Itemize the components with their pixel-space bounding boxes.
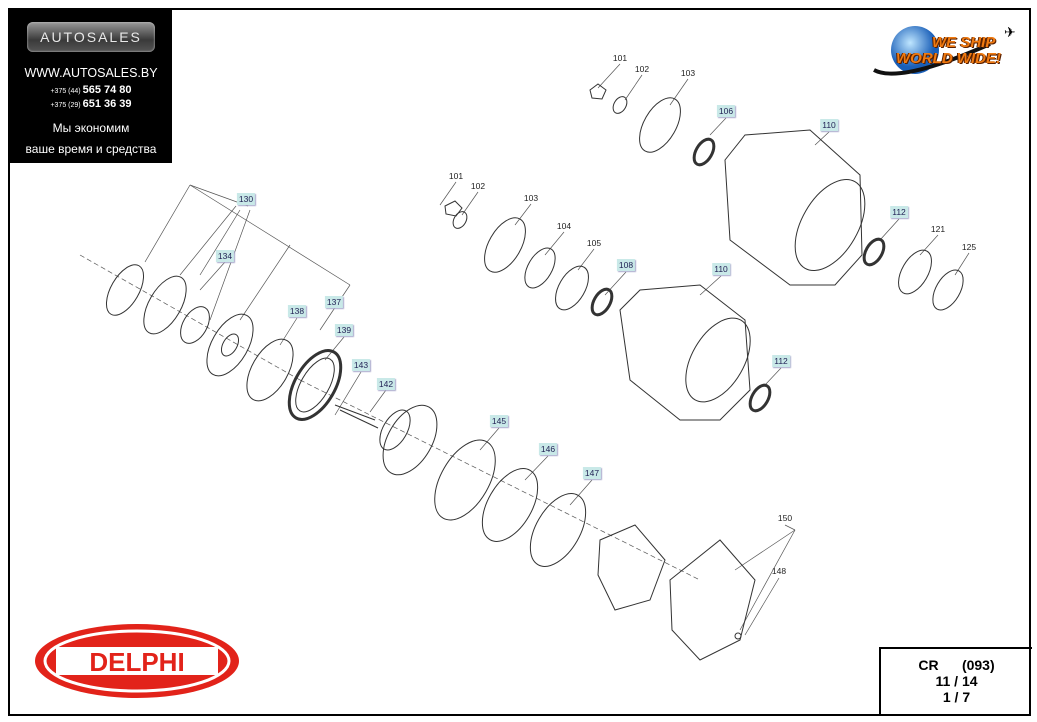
- part-label-highlighted[interactable]: 110: [820, 119, 838, 131]
- part-label-highlighted[interactable]: 139: [334, 324, 354, 336]
- part-label-highlighted[interactable]: 106: [716, 105, 736, 117]
- part-label-highlighted[interactable]: 137: [324, 296, 344, 308]
- leader-lines: [79, 63, 970, 636]
- part-label[interactable]: 102: [470, 181, 486, 191]
- website-url[interactable]: WWW.AUTOSALES.BY: [24, 66, 158, 80]
- autosales-promo-banner: AUTOSALES WWW.AUTOSALES.BY +375 (44) 565…: [10, 10, 172, 163]
- part-label[interactable]: 121: [930, 224, 946, 234]
- title-block: CR (093) 11 / 14 1 / 7: [879, 647, 1032, 715]
- globe-icon: [873, 26, 991, 76]
- phone-number: 651 36 39: [82, 98, 132, 110]
- page-number: 1 / 7: [942, 689, 971, 705]
- delphi-logo-text: DELPHI: [89, 647, 184, 677]
- part-label-highlighted[interactable]: 112: [772, 355, 790, 367]
- autosales-logo: AUTOSALES: [27, 22, 155, 52]
- part-label[interactable]: 101: [612, 53, 628, 63]
- part-label[interactable]: 125: [961, 242, 977, 252]
- part-label-highlighted[interactable]: 147: [582, 467, 602, 479]
- phone-code: +375 (29): [50, 102, 81, 109]
- delphi-logo: DELPHI: [35, 624, 239, 698]
- part-label[interactable]: 103: [680, 68, 696, 78]
- part-label-highlighted[interactable]: 145: [489, 415, 509, 427]
- part-label-highlighted[interactable]: 138: [287, 305, 307, 317]
- part-label-highlighted[interactable]: 110: [712, 263, 730, 275]
- part-label-highlighted[interactable]: 130: [236, 193, 256, 205]
- phone-number: 565 74 80: [82, 84, 132, 96]
- part-label[interactable]: 148: [771, 566, 787, 576]
- phone-code: +375 (44): [50, 88, 81, 95]
- part-label[interactable]: 150: [777, 513, 793, 523]
- part-label-highlighted[interactable]: 142: [376, 378, 396, 390]
- part-shapes: [105, 83, 964, 661]
- model: CR: [918, 657, 939, 673]
- part-label-highlighted[interactable]: 143: [351, 359, 371, 371]
- slogan-line: Мы экономим: [52, 121, 130, 135]
- sheet-number: 11 / 14: [935, 673, 978, 689]
- we-ship-worldwide-badge: WE SHIP WORLD WIDE!: [870, 22, 1020, 82]
- model-code: (093): [961, 657, 995, 673]
- part-label-highlighted[interactable]: 134: [215, 250, 235, 262]
- badge-line2: WORLD WIDE!: [896, 50, 1001, 67]
- badge-line1: WE SHIP: [932, 34, 996, 51]
- part-label-highlighted[interactable]: 112: [890, 206, 908, 218]
- part-label[interactable]: 101: [448, 171, 464, 181]
- slogan-line: ваше время и средства: [25, 142, 157, 156]
- phone-numbers: +375 (44) 565 74 80 +375 (29) 651 36 39: [10, 84, 172, 112]
- part-label[interactable]: 105: [586, 238, 602, 248]
- part-label[interactable]: 103: [523, 193, 539, 203]
- part-label[interactable]: 102: [634, 64, 650, 74]
- drawing-frame: [8, 8, 1031, 716]
- airplane-icon: ✈: [1004, 24, 1016, 40]
- part-label[interactable]: 104: [556, 221, 572, 231]
- part-label-highlighted[interactable]: 108: [616, 259, 636, 271]
- part-label-highlighted[interactable]: 146: [538, 443, 558, 455]
